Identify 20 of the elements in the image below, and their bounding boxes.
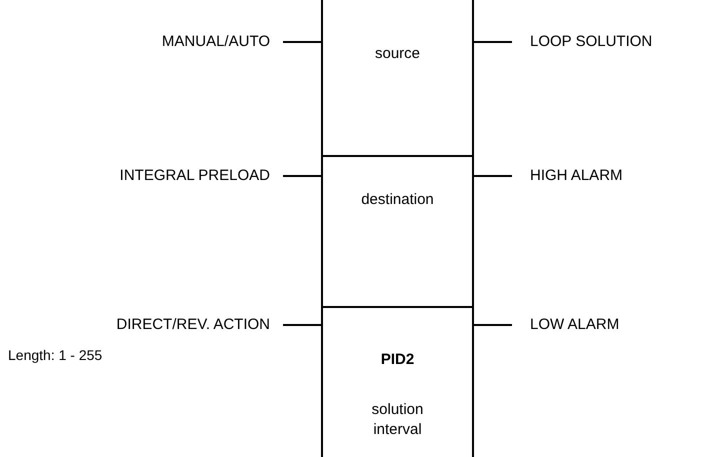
connector-line bbox=[473, 324, 512, 326]
function-block-cell bbox=[321, 157, 474, 308]
cell-text: solution interval bbox=[370, 400, 424, 440]
function-block-cell bbox=[321, 0, 474, 157]
pin-label: LOW ALARM bbox=[512, 314, 620, 336]
connector-line bbox=[473, 175, 512, 177]
pin-label: HIGH ALARM bbox=[512, 165, 623, 187]
pin-label: LOOP SOLUTION bbox=[512, 31, 652, 53]
cell-text: destination bbox=[360, 190, 435, 210]
block-name: PID2 bbox=[380, 350, 416, 370]
connector-line bbox=[473, 41, 512, 43]
pin-label: DIRECT/REV. ACTION bbox=[116, 314, 283, 336]
connector-line bbox=[283, 41, 322, 43]
pin-label: INTEGRAL PRELOAD bbox=[120, 165, 283, 187]
connector-line bbox=[283, 324, 322, 326]
connector-line bbox=[283, 175, 322, 177]
cell-text: source bbox=[374, 44, 422, 64]
note-text: Length: 1 - 255 bbox=[8, 346, 102, 365]
function-block-cell bbox=[321, 308, 474, 457]
pin-label: MANUAL/AUTO bbox=[162, 31, 283, 53]
